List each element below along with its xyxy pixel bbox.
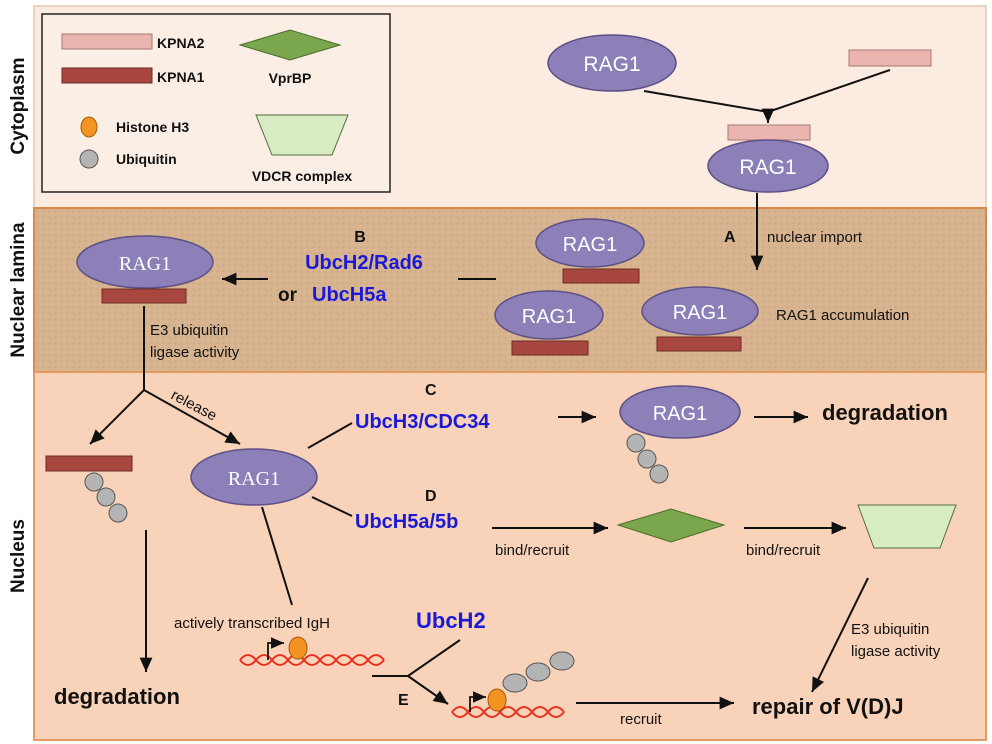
rag1-lamina-right xyxy=(641,286,759,336)
ubiquitin-rag1-1 xyxy=(626,433,646,453)
arrow-vdcr-to-repair xyxy=(811,577,869,693)
bind-recruit-1: bind/recruit xyxy=(495,542,570,559)
line-rag1-to-igh xyxy=(261,506,293,606)
nucleus-band xyxy=(33,371,987,741)
vdcr-shape xyxy=(857,504,957,549)
rag1-cytoplasm-free-label: RAG1 xyxy=(583,53,640,76)
ubiquitin-rag1-2 xyxy=(637,449,657,469)
legend-vdcr-label: VDCR complex xyxy=(252,168,353,184)
line-d xyxy=(311,496,353,517)
rag1-ubiquitinated xyxy=(619,385,741,439)
rag1-lamina-kpna1 xyxy=(76,235,214,289)
ubiquitin-histone-1 xyxy=(502,673,528,693)
region-label-cytoplasm: Cytoplasm xyxy=(8,57,29,154)
kpna1-lamina-bound xyxy=(101,288,187,304)
arrow-e-to-dna xyxy=(407,675,449,705)
rag1-lamina-left-label: RAG1 xyxy=(522,306,576,328)
region-label-nucleus: Nucleus xyxy=(8,519,29,593)
step-d-letter: D xyxy=(425,488,437,505)
rag1-released-label: RAG1 xyxy=(228,468,280,490)
legend-kpna1-label: KPNA1 xyxy=(157,69,205,85)
ubiquitin-kpna1-1 xyxy=(84,472,104,492)
step-b-enzyme-1: UbcH2/Rad6 xyxy=(305,252,423,274)
e3-activity-lamina-line1: E3 ubiquitin xyxy=(150,322,228,339)
degradation-kpna1-label: degradation xyxy=(54,684,180,709)
rag1-released xyxy=(190,448,318,506)
e3-activity-nucleus-line1: E3 ubiquitin xyxy=(851,621,929,638)
step-b-enzyme-2: UbcH5a xyxy=(312,284,387,306)
legend-kpna2-label: KPNA2 xyxy=(157,35,205,51)
rag1-lamina-right-label: RAG1 xyxy=(673,302,727,324)
step-b-letter: B xyxy=(354,229,366,246)
igh-dna-2 xyxy=(451,651,575,718)
step-c-letter: C xyxy=(425,382,437,399)
legend-vprbp-label: VprBP xyxy=(269,70,312,86)
e3-activity-lamina-line2: ligase activity xyxy=(150,344,240,361)
kpna1-lamina-left xyxy=(511,340,589,356)
kpna2-cytoplasm-free xyxy=(848,49,932,67)
ubiquitin-rag1-3 xyxy=(649,464,669,484)
igh-dna-1 xyxy=(239,636,385,666)
legend-kpna2-swatch xyxy=(61,33,153,50)
e3-activity-nucleus-line2: ligase activity xyxy=(851,643,941,660)
rag1-ubiquitinated-label: RAG1 xyxy=(653,403,707,425)
kpna2-complex xyxy=(727,124,811,141)
region-label-nuclear-lamina: Nuclear lamina xyxy=(8,222,29,358)
histone-1 xyxy=(288,636,308,660)
legend: KPNA2 KPNA1 Histone H3 Ubiquitin VprBP V… xyxy=(41,13,391,193)
histone-2 xyxy=(487,688,507,712)
recruit-label: recruit xyxy=(620,711,663,728)
step-c-enzyme: UbcH3/CDC34 xyxy=(355,411,490,433)
rag1-lamina-top-label: RAG1 xyxy=(563,234,617,256)
promoter-arrow-1 xyxy=(267,637,284,660)
dna-strand-2a xyxy=(451,706,565,718)
rag1-lamina-left xyxy=(494,290,604,340)
legend-histone-label: Histone H3 xyxy=(116,119,189,135)
step-e-letter: E xyxy=(398,692,409,709)
ubiquitin-histone-2 xyxy=(525,662,551,682)
degradation-rag1-label: degradation xyxy=(822,400,948,425)
vprbp-shape xyxy=(616,508,726,543)
ubiquitin-kpna1-3 xyxy=(108,503,128,523)
dna-strand-1a xyxy=(239,654,385,666)
ubiquitin-kpna1-2 xyxy=(96,487,116,507)
kpna1-lamina-right xyxy=(656,336,742,352)
cytoplasm-band xyxy=(33,5,987,209)
promoter-arrow-2 xyxy=(469,691,486,712)
bind-recruit-2: bind/recruit xyxy=(746,542,821,559)
legend-ubiquitin-icon xyxy=(79,149,99,169)
legend-vdcr-icon xyxy=(255,114,349,156)
legend-histone-icon xyxy=(80,116,98,138)
rag1-lamina-top xyxy=(535,218,645,268)
dna-strand-1b xyxy=(239,654,385,666)
step-a-label: nuclear import xyxy=(767,229,863,246)
step-a-letter: A xyxy=(724,229,736,246)
legend-ubiquitin-label: Ubiquitin xyxy=(116,151,177,167)
legend-kpna1-swatch xyxy=(61,67,153,84)
legend-vprbp-icon xyxy=(238,29,342,61)
step-b-or: or xyxy=(278,285,298,306)
nuclear-lamina-band xyxy=(33,207,987,373)
repair-vdj-label: repair of V(D)J xyxy=(752,694,904,719)
line-c xyxy=(307,422,353,449)
kpna1-ubiquitinated xyxy=(45,455,133,472)
ubiquitin-histone-3 xyxy=(549,651,575,671)
rag1-cytoplasm-free xyxy=(547,34,677,92)
rag1-accumulation-label: RAG1 accumulation xyxy=(776,307,909,324)
arrow-release xyxy=(143,389,241,445)
step-e-enzyme: UbcH2 xyxy=(416,608,486,633)
rag1-lamina-kpna1-label: RAG1 xyxy=(119,253,171,275)
step-d-enzyme: UbcH5a/5b xyxy=(355,511,458,533)
rag1-complex xyxy=(707,139,829,193)
transcribed-igh-label: actively transcribed IgH xyxy=(174,615,330,632)
arrow-to-kpna1-ub xyxy=(89,389,145,445)
rag1-complex-label: RAG1 xyxy=(739,156,796,179)
kpna1-lamina-top xyxy=(562,268,640,284)
